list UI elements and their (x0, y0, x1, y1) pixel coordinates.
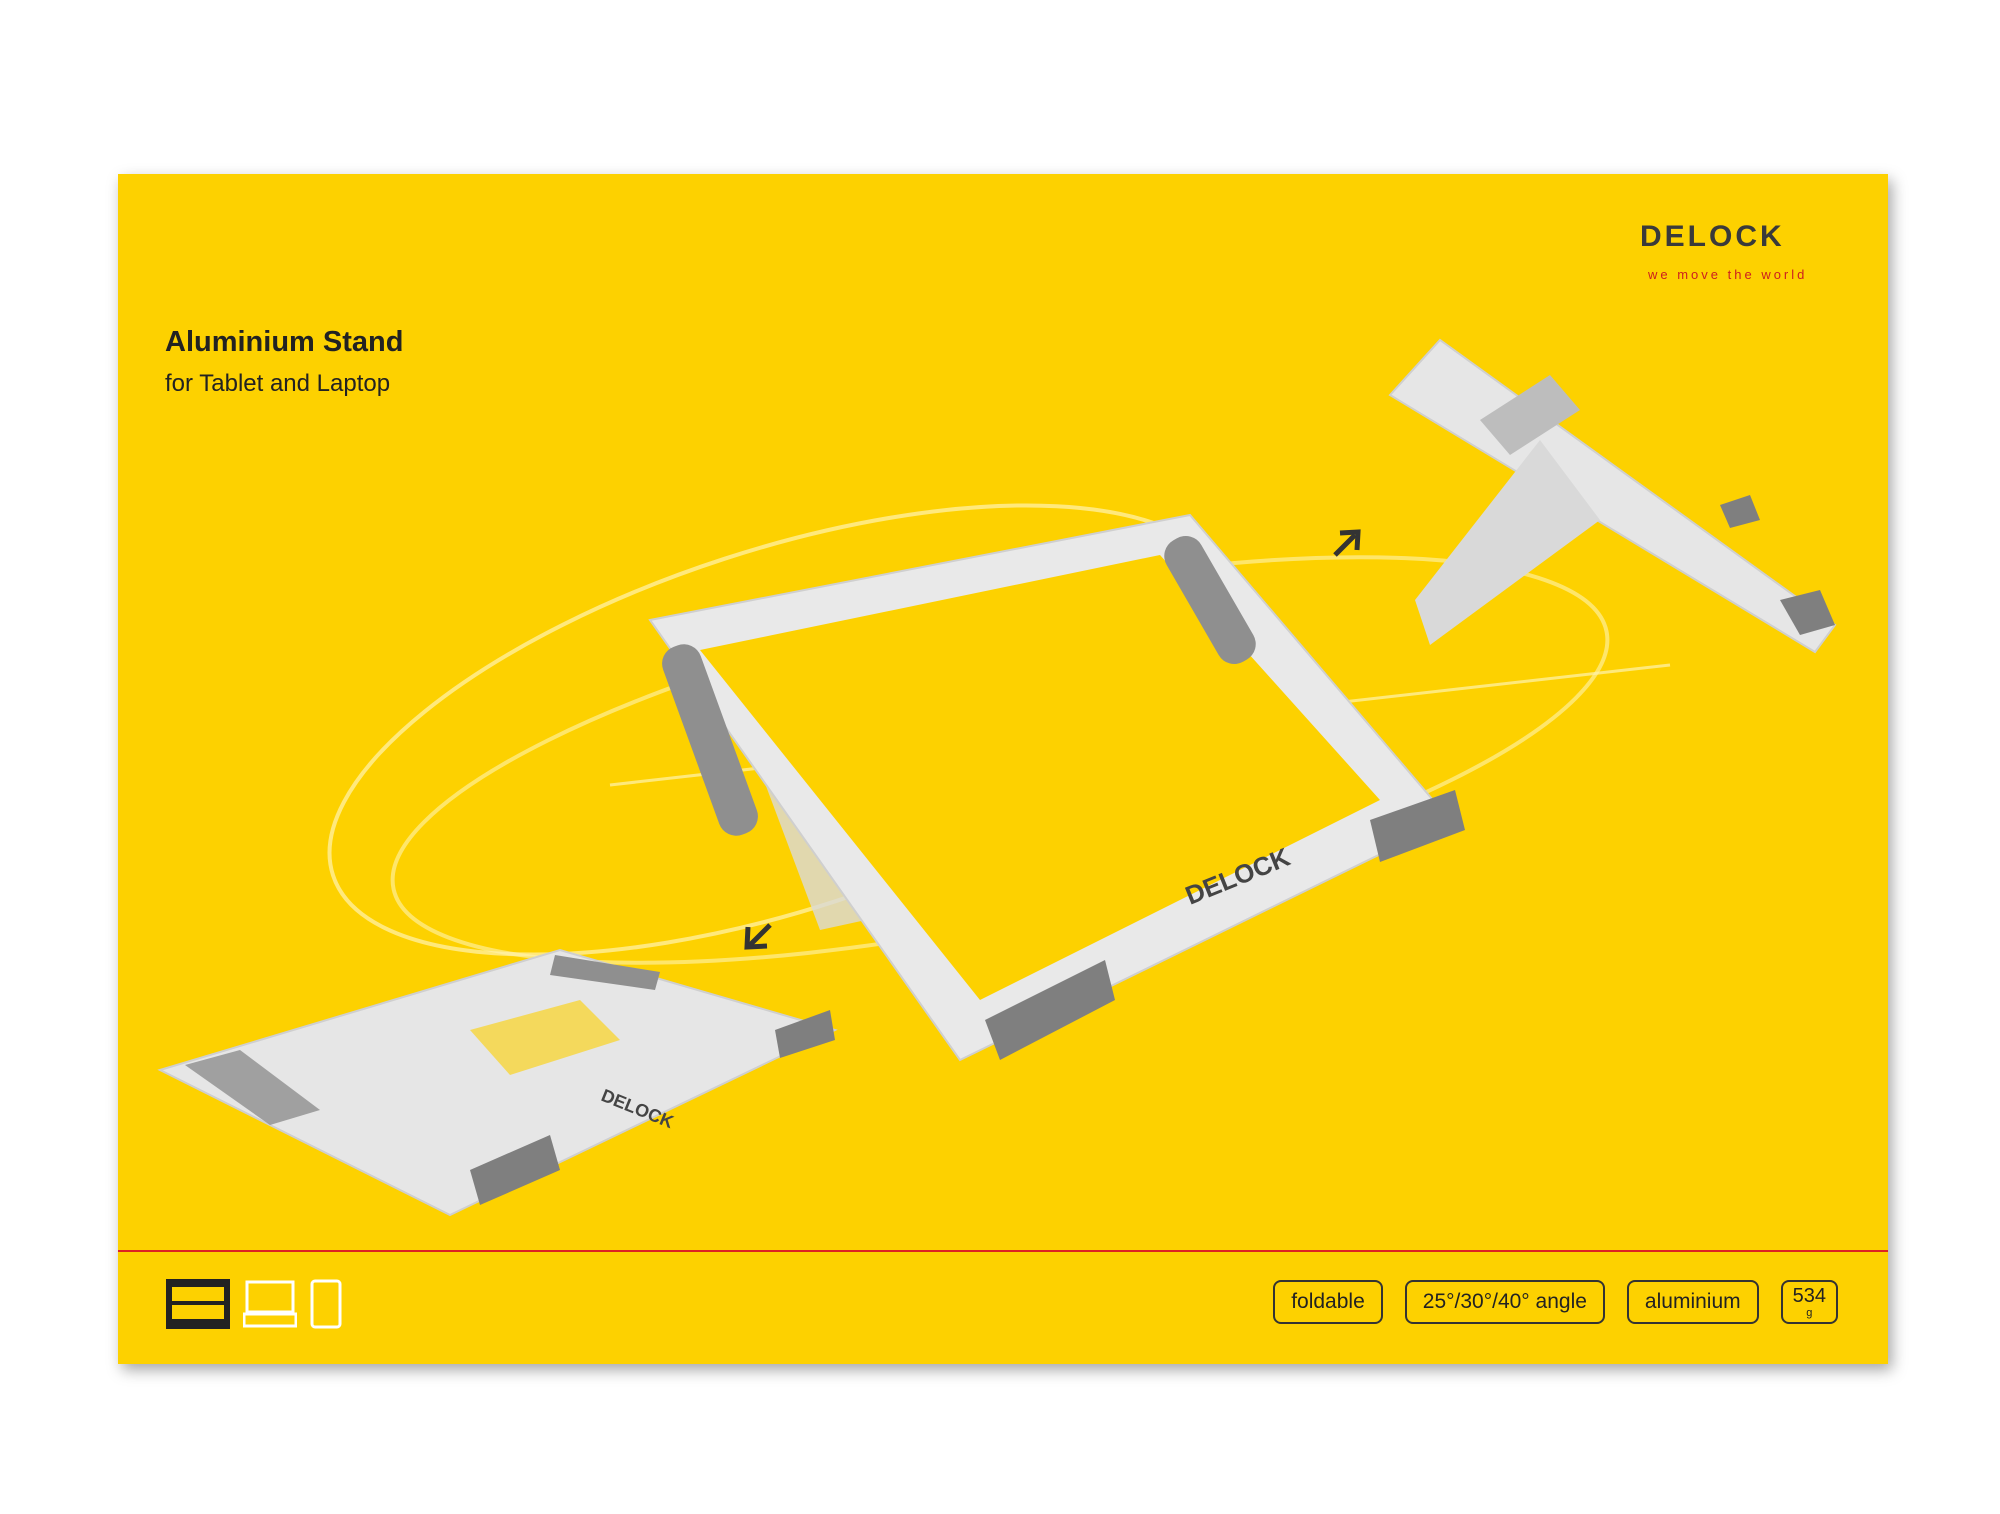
monitor-icon (166, 1279, 230, 1329)
compatibility-icons (165, 1278, 343, 1330)
weight-value: 534 (1792, 1284, 1826, 1307)
brand-tagline: we move the world (1648, 267, 1808, 282)
product-subtitle: for Tablet and Laptop (165, 370, 391, 397)
flat-stand: DELOCK (157, 948, 838, 1217)
tablet-icon (310, 1279, 342, 1329)
laptop-icon (243, 1280, 297, 1328)
brand-name: DELOCK (1640, 220, 1785, 253)
arrow-down-left-icon (744, 923, 772, 950)
main-stand: DELOCK (648, 513, 1465, 1062)
weight-badge: 534 g (1780, 1280, 1838, 1324)
weight-unit: g (1806, 1306, 1813, 1319)
arrow-up-right-icon (1333, 529, 1361, 557)
foldable-badge: foldable (1273, 1280, 1383, 1324)
product-title: Aluminium Stand (165, 326, 404, 358)
side-view-stand (1388, 338, 1837, 654)
brand-logo: DELOCK we move the world (1640, 220, 1840, 290)
footer-divider (118, 1250, 1888, 1252)
feature-badges: foldable 25°/30°/40° angle aluminium 534… (1273, 1280, 1838, 1324)
angle-badge: 25°/30°/40° angle (1404, 1280, 1605, 1324)
material-badge: aluminium (1626, 1280, 1759, 1324)
